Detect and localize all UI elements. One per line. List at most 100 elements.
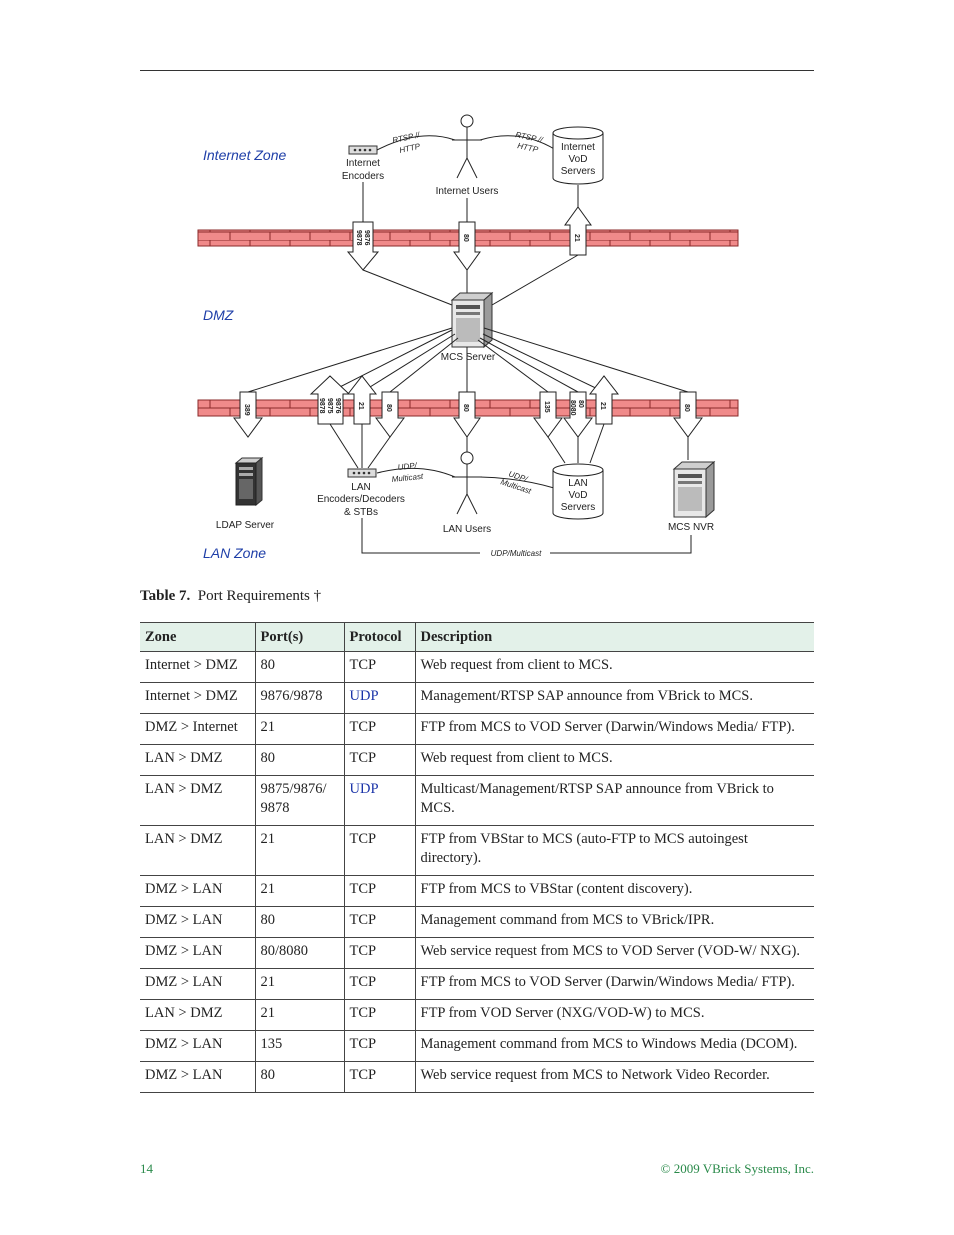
cell-ports: 21 <box>255 825 345 876</box>
port-arrow-vod-top <box>564 185 592 256</box>
lan-vod-label-3: Servers <box>561 502 595 513</box>
internet-encoder-device <box>348 145 378 155</box>
cell-protocol: TCP <box>344 875 416 907</box>
cell-ports: 9876/9878 <box>255 682 345 714</box>
cell-description: FTP from VBStar to MCS (auto-FTP to MCS … <box>415 825 814 876</box>
zone-internet-label: Internet Zone <box>203 147 286 163</box>
page-number: 14 <box>140 1161 153 1176</box>
udp-label-left-2: Multicast <box>391 472 424 484</box>
cell-zone: Internet > DMZ <box>140 651 256 683</box>
cell-description: FTP from MCS to VOD Server (Darwin/Windo… <box>415 713 814 745</box>
ldap-server-label: LDAP Server <box>216 520 275 531</box>
cell-description: Management command from MCS to VBrick/IP… <box>415 906 814 938</box>
cell-protocol: TCP <box>344 713 416 745</box>
mcs-server-icon <box>450 291 494 349</box>
internet-vod-label-3: Servers <box>561 166 595 177</box>
cell-description: Web service request from MCS to VOD Serv… <box>415 937 814 969</box>
cell-zone: DMZ > LAN <box>140 1061 256 1093</box>
cell-ports: 9875/9876/ 9878 <box>255 775 345 826</box>
mcs-nvr-icon <box>672 460 716 519</box>
udp-bottom-bracket <box>361 518 692 554</box>
port-top-users: 80 <box>462 234 469 242</box>
header-zone: Zone <box>140 622 256 652</box>
port-bottom-enc21: 21 <box>357 402 364 410</box>
cell-description: FTP from MCS to VBStar (content discover… <box>415 875 814 907</box>
header-rule <box>140 70 814 71</box>
cell-protocol: TCP <box>344 906 416 938</box>
mcs-nvr-label: MCS NVR <box>668 522 714 533</box>
table-caption: Table 7. Port Requirements † <box>140 588 321 605</box>
cell-protocol: TCP <box>344 937 416 969</box>
internet-encoders-label-2: Encoders <box>342 171 384 182</box>
port-arrow-vod8080 <box>563 391 593 463</box>
ldap-server-icon <box>234 456 264 507</box>
cell-description: FTP from MCS to VOD Server (Darwin/Windo… <box>415 968 814 1000</box>
cell-zone: DMZ > LAN <box>140 906 256 938</box>
port-bottom-vod8080-2: 8080 <box>569 400 576 416</box>
mcs-server-label: MCS Server <box>441 352 496 363</box>
port-arrow-ldap <box>233 391 263 438</box>
port-bottom-ldap: 389 <box>243 404 250 416</box>
cell-protocol: TCP <box>344 651 416 683</box>
port-requirements-table: Zone Port(s) Protocol Description Intern… <box>140 622 814 1093</box>
lan-vod-label-2: VoD <box>569 490 588 501</box>
cell-zone: LAN > DMZ <box>140 999 256 1031</box>
cell-protocol: TCP <box>344 999 416 1031</box>
internet-vod-cylinder <box>552 126 604 185</box>
port-bottom-nvr: 80 <box>683 404 690 412</box>
cell-ports: 80/8080 <box>255 937 345 969</box>
cell-description: Web request from client to MCS. <box>415 651 814 683</box>
cell-ports: 80 <box>255 906 345 938</box>
port-top-encoders-1: 9876 <box>363 230 370 246</box>
header-protocol: Protocol <box>344 622 416 652</box>
port-arrow-vod135 <box>533 391 566 464</box>
footer-copyright: © 2009 VBrick Systems, Inc. <box>660 1161 814 1176</box>
cell-protocol: TCP <box>344 1030 416 1062</box>
lan-vod-label-1: LAN <box>568 478 587 489</box>
cell-protocol: TCP <box>344 825 416 876</box>
cell-zone: LAN > DMZ <box>140 825 256 876</box>
cell-zone: DMZ > LAN <box>140 875 256 907</box>
port-bottom-vod8080-1: 80 <box>577 400 584 408</box>
cell-description: Web request from client to MCS. <box>415 744 814 776</box>
rtsp-line-right <box>479 135 557 151</box>
cell-protocol: TCP <box>344 968 416 1000</box>
lan-encoder-device <box>347 468 377 478</box>
lan-users-label: LAN Users <box>443 524 491 535</box>
internet-vod-label-1: Internet <box>561 142 595 153</box>
table-caption-label: Table 7. <box>140 588 191 604</box>
cell-ports: 21 <box>255 875 345 907</box>
header-ports: Port(s) <box>255 622 345 652</box>
cell-protocol: UDP <box>344 682 416 714</box>
rtsp-line-left <box>376 135 456 151</box>
internet-user-icon <box>452 114 482 179</box>
cell-zone: Internet > DMZ <box>140 682 256 714</box>
port-arrow-users-top <box>453 198 481 271</box>
cell-ports: 21 <box>255 999 345 1031</box>
cell-zone: DMZ > LAN <box>140 968 256 1000</box>
rtsp-label-left-2: HTTP <box>399 142 422 155</box>
cell-description: Multicast/Management/RTSP SAP announce f… <box>415 775 814 826</box>
cell-protocol: TCP <box>344 744 416 776</box>
cell-zone: LAN > DMZ <box>140 744 256 776</box>
port-bottom-users: 80 <box>462 404 469 412</box>
cell-ports: 21 <box>255 968 345 1000</box>
cell-description: Management command from MCS to Windows M… <box>415 1030 814 1062</box>
udp-bottom-label: UDP/Multicast <box>491 549 542 558</box>
port-bottom-enc80: 80 <box>385 404 392 412</box>
table-caption-text: Port Requirements † <box>197 588 322 604</box>
cell-ports: 80 <box>255 651 345 683</box>
cell-ports: 80 <box>255 1061 345 1093</box>
cell-zone: DMZ > Internet <box>140 713 256 745</box>
lan-user-icon <box>452 451 482 515</box>
port-top-encoders-2: 9878 <box>355 230 362 246</box>
cell-description: Web service request from MCS to Network … <box>415 1061 814 1093</box>
network-diagram: Internet Zone DMZ LAN Zone Internet Enco… <box>197 114 739 561</box>
port-arrow-lan-users <box>453 391 481 452</box>
